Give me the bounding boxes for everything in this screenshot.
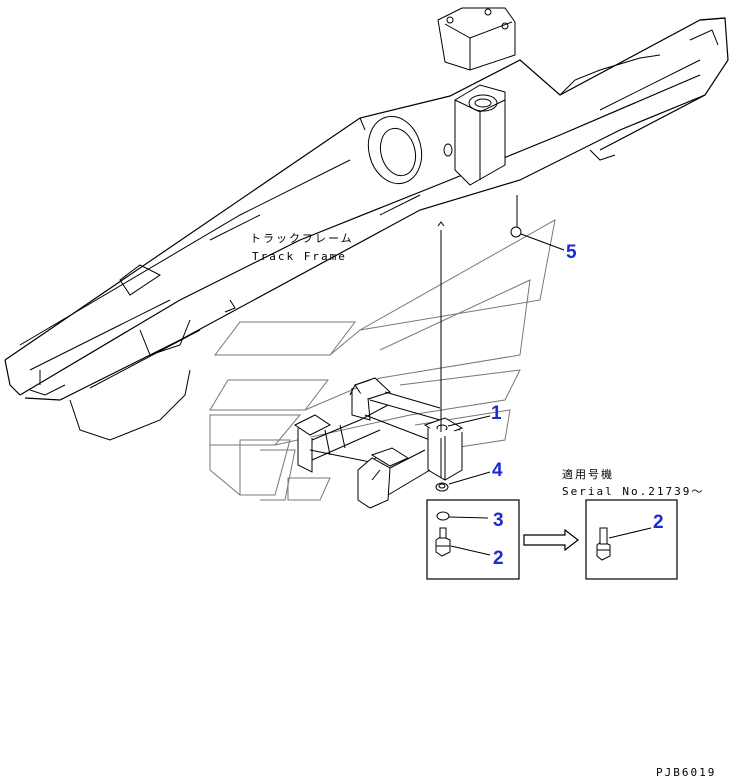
callout-3: 3 — [493, 510, 504, 531]
drawing-code: PJB6019 — [656, 766, 716, 779]
leader-lines — [435, 195, 565, 492]
track-frame-label-jp: トラックフレーム — [250, 232, 354, 245]
serial-label-en: Serial No.21739～ — [562, 485, 704, 498]
replacement-arrow — [523, 528, 579, 552]
callout-2: 2 — [493, 548, 504, 569]
hardware-box-left — [426, 499, 520, 580]
callout-1: 1 — [491, 403, 502, 424]
hardware-box-right — [585, 499, 678, 580]
track-frame-drawing — [4, 7, 729, 441]
bracket-assembly — [294, 377, 464, 509]
callout-2-serial: 2 — [653, 512, 664, 533]
serial-label-jp: 適用号機 — [562, 467, 614, 481]
callout-4: 4 — [492, 460, 503, 481]
callout-5: 5 — [566, 242, 577, 263]
guide-stripes — [209, 219, 556, 501]
track-frame-label-en: Track Frame — [252, 250, 347, 263]
